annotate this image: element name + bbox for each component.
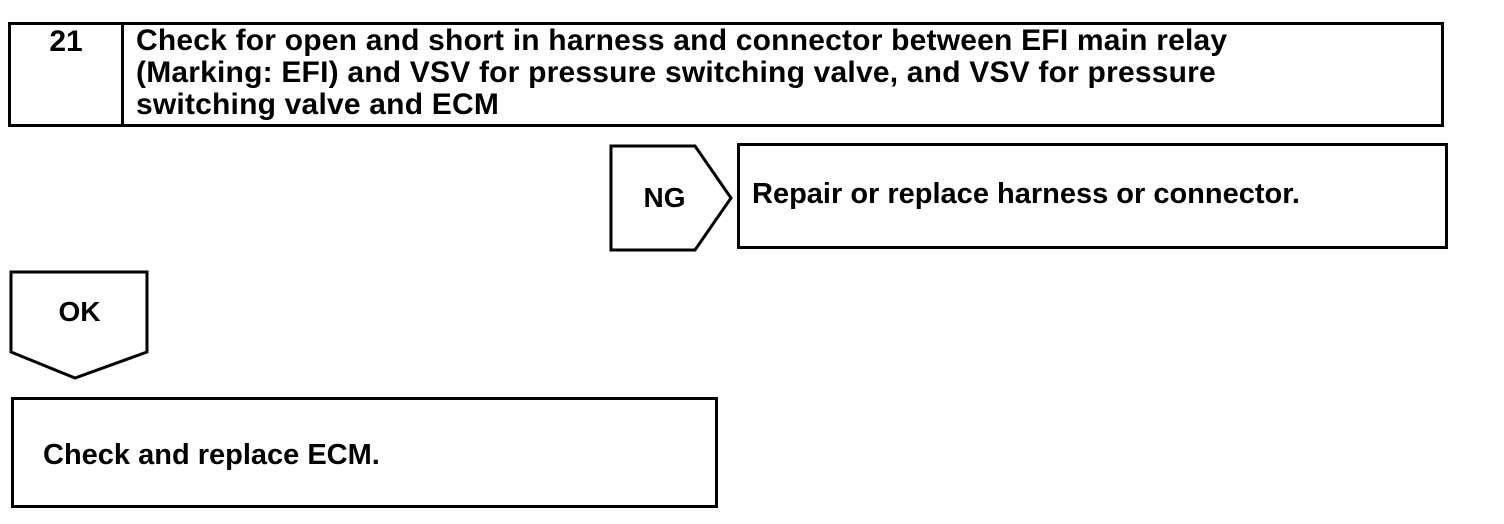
step-description-line: (Marking: EFI) and VSV for pressure swit… <box>136 56 1216 89</box>
ng-label: NG <box>643 182 686 213</box>
step-number: 21 <box>11 25 124 124</box>
ng-action-text: Repair or replace harness or connector. <box>752 177 1300 210</box>
step-header: 21 Check for open and short in harness a… <box>8 22 1444 127</box>
ng-action-box: Repair or replace harness or connector. <box>737 143 1448 249</box>
ok-label: OK <box>58 296 101 327</box>
ok-action-box: Check and replace ECM. <box>11 397 718 508</box>
step-description-line: switching valve and ECM <box>136 88 500 121</box>
ok-arrow-shape <box>9 270 149 380</box>
step-description-line: Check for open and short in harness and … <box>136 24 1228 57</box>
ok-action-text: Check and replace ECM. <box>43 439 380 471</box>
step-description: Check for open and short in harness and … <box>124 25 1441 124</box>
